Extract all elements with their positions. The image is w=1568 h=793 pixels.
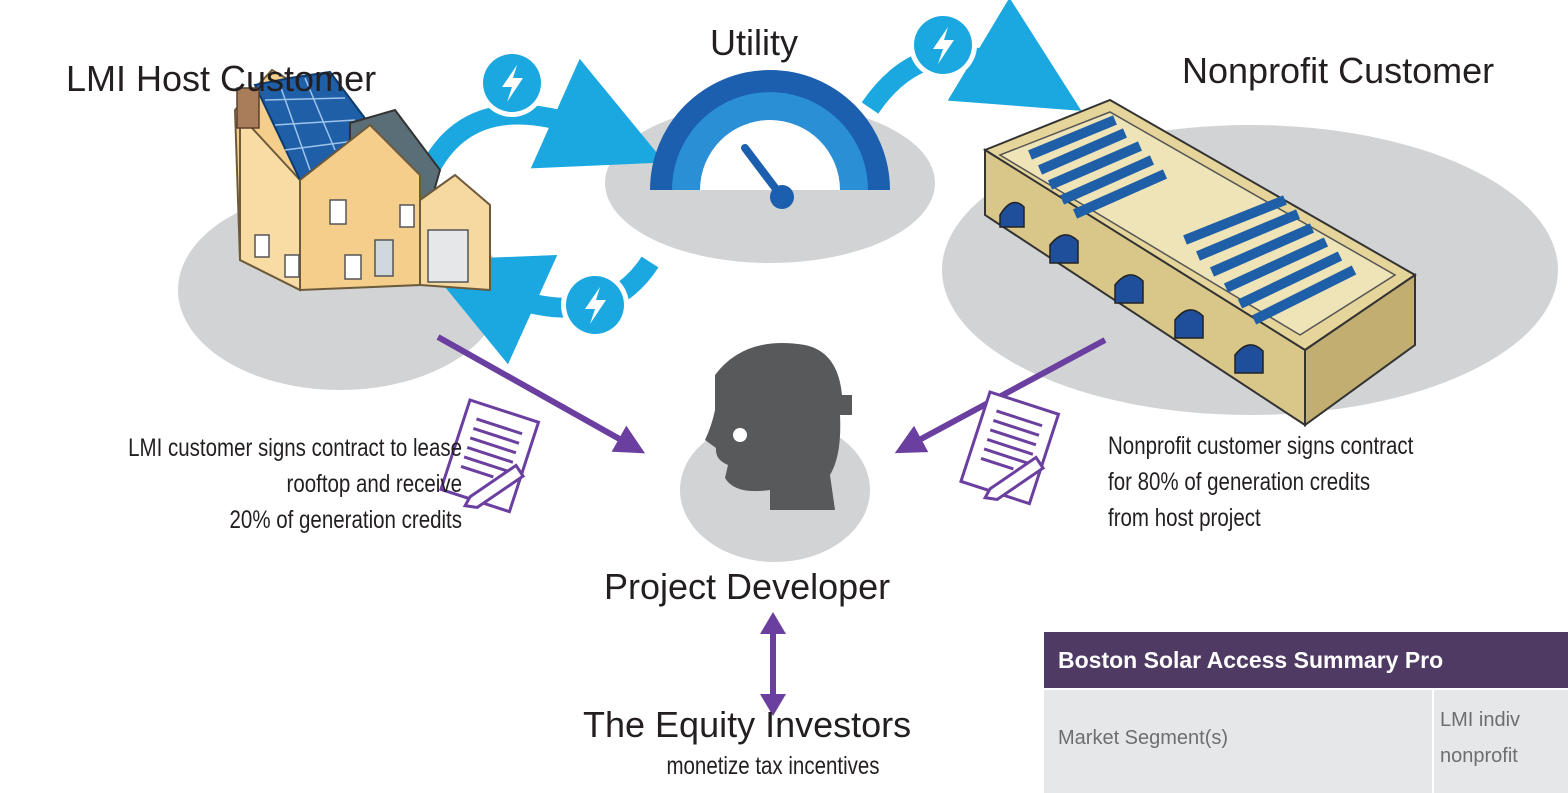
note-line: 20% of generation credits [229, 506, 462, 534]
summary-table: Boston Solar Access Summary Pro Market S… [1044, 632, 1568, 793]
investors-subtitle: monetize tax incentives [666, 752, 880, 780]
utility-label: Utility [710, 22, 798, 63]
table-cell-value-line: nonprofit [1440, 745, 1518, 767]
contract-icon [439, 398, 541, 514]
developer-label: Project Developer [604, 566, 891, 607]
lightning-icon [561, 271, 629, 339]
note-line: from host project [1108, 504, 1261, 532]
building-icon [982, 98, 1417, 427]
note-line: for 80% of generation credits [1108, 468, 1371, 496]
host-contract-note: LMI customer signs contract to lease roo… [20, 430, 462, 538]
nonprofit-contract-arrow [894, 337, 1107, 454]
meter-icon [650, 70, 890, 209]
host-contract-arrow [436, 334, 646, 454]
house-icon [233, 68, 491, 292]
nonprofit-customer-label: Nonprofit Customer [1182, 50, 1495, 91]
note-line: rooftop and receive [286, 470, 462, 498]
flow-host-to-utility [423, 58, 665, 171]
nonprofit-contract-note: Nonprofit customer signs contract for 80… [1108, 428, 1558, 536]
developer-head-icon [705, 343, 852, 510]
note-line: LMI customer signs contract to lease [128, 434, 462, 462]
investors-label: The Equity Investors [583, 704, 912, 745]
table-cell-label: Market Segment(s) [1058, 727, 1229, 749]
table-row: Market Segment(s) LMI indiv nonprofit [1044, 688, 1568, 793]
summary-table-header: Boston Solar Access Summary Pro [1044, 632, 1568, 688]
developer-investor-arrow [760, 612, 786, 716]
note-line: Nonprofit customer signs contract [1108, 432, 1414, 460]
host-customer-label: LMI Host Customer [66, 58, 377, 99]
lightning-icon [478, 49, 546, 117]
lightning-icon [909, 11, 977, 79]
contract-icon [959, 390, 1061, 506]
table-cell-value-line: LMI indiv [1440, 709, 1521, 731]
